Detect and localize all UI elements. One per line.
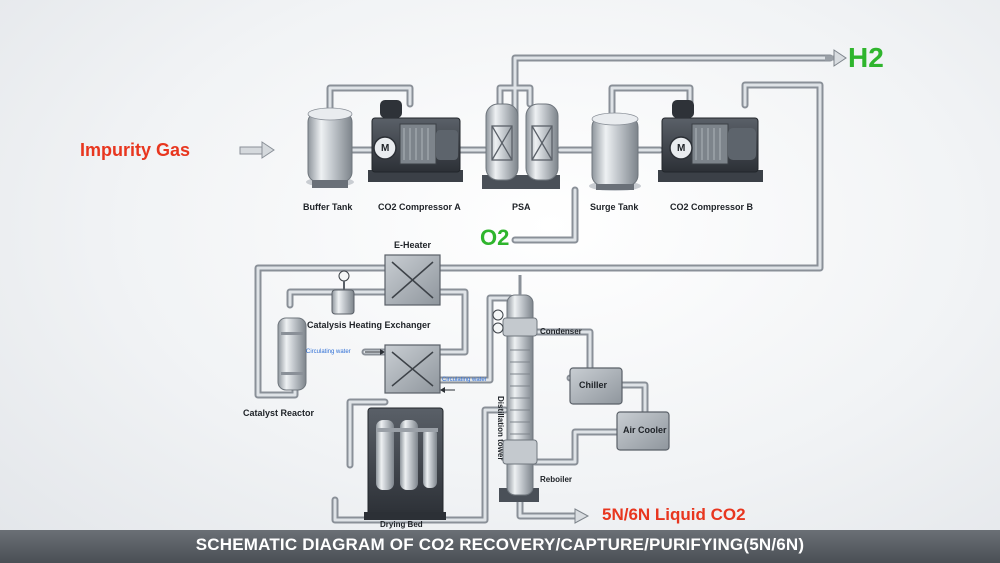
circulating-water-arrow-2	[440, 387, 455, 393]
motor-a	[373, 136, 397, 160]
surge-tank-label: Surge Tank	[590, 202, 639, 212]
circulating-water-label-2: Circulating water	[442, 377, 487, 383]
h2-arrow	[825, 49, 847, 67]
co2-compressor-a	[368, 100, 463, 182]
pipe-product	[516, 496, 579, 520]
air-cooler-label: Air Cooler	[623, 425, 667, 435]
liquid-co2-label: 5N/6N Liquid CO2	[602, 505, 746, 524]
title-banner	[0, 530, 1000, 563]
catalysis-heating-exchanger	[384, 344, 441, 394]
buffer-tank-label: Buffer Tank	[303, 202, 353, 212]
surge-tank	[589, 112, 641, 191]
pipe-chiller-cooler	[618, 381, 649, 416]
tower-gauge-2	[492, 322, 504, 334]
motor-b	[669, 136, 693, 160]
filter-gauge	[331, 270, 355, 315]
impurity-gas-arrow	[239, 141, 275, 159]
pipe-cooler-return	[531, 428, 624, 466]
pipe-o2	[511, 186, 579, 244]
catalyst-reactor	[277, 317, 307, 391]
h2-label: H2	[848, 42, 884, 73]
chiller	[569, 367, 623, 405]
pipe-heater-to-reactor	[254, 264, 389, 399]
psa-unit	[482, 103, 560, 189]
e-heater-label: E-Heater	[394, 240, 432, 250]
drying-bed	[364, 407, 446, 520]
circulating-water-label-1: Circulating water	[306, 349, 351, 355]
drying-bed-label: Drying Bed	[380, 520, 423, 529]
circulating-water-arrow-1	[365, 349, 385, 355]
product-arrow	[574, 508, 590, 524]
compressor-b-label: CO2 Compressor B	[670, 202, 754, 212]
reboiler-label: Reboiler	[540, 475, 573, 484]
catalysis-exchanger-label: Catalysis Heating Exchanger	[307, 320, 431, 330]
condenser-label: Condenser	[540, 327, 582, 336]
catalyst-reactor-label: Catalyst Reactor	[243, 408, 315, 418]
co2-compressor-b	[658, 100, 763, 182]
distillation-tower	[492, 275, 539, 502]
motor-b-symbol: M	[677, 143, 686, 154]
diagram-title: SCHEMATIC DIAGRAM OF CO2 RECOVERY/CAPTUR…	[195, 535, 805, 554]
flow-arrows	[239, 49, 847, 524]
impurity-gas-label: Impurity Gas	[80, 140, 191, 160]
compressor-a-label: CO2 Compressor A	[378, 202, 461, 212]
air-cooler	[616, 411, 670, 451]
motor-a-symbol: M	[381, 143, 390, 154]
psa-label: PSA	[512, 202, 531, 212]
o2-label: O2	[480, 225, 510, 250]
tower-gauge-1	[492, 309, 504, 321]
e-heater	[384, 254, 441, 306]
buffer-tank	[306, 107, 354, 188]
distillation-tower-label: Distillation tower	[496, 396, 505, 461]
chiller-label: Chiller	[579, 380, 608, 390]
